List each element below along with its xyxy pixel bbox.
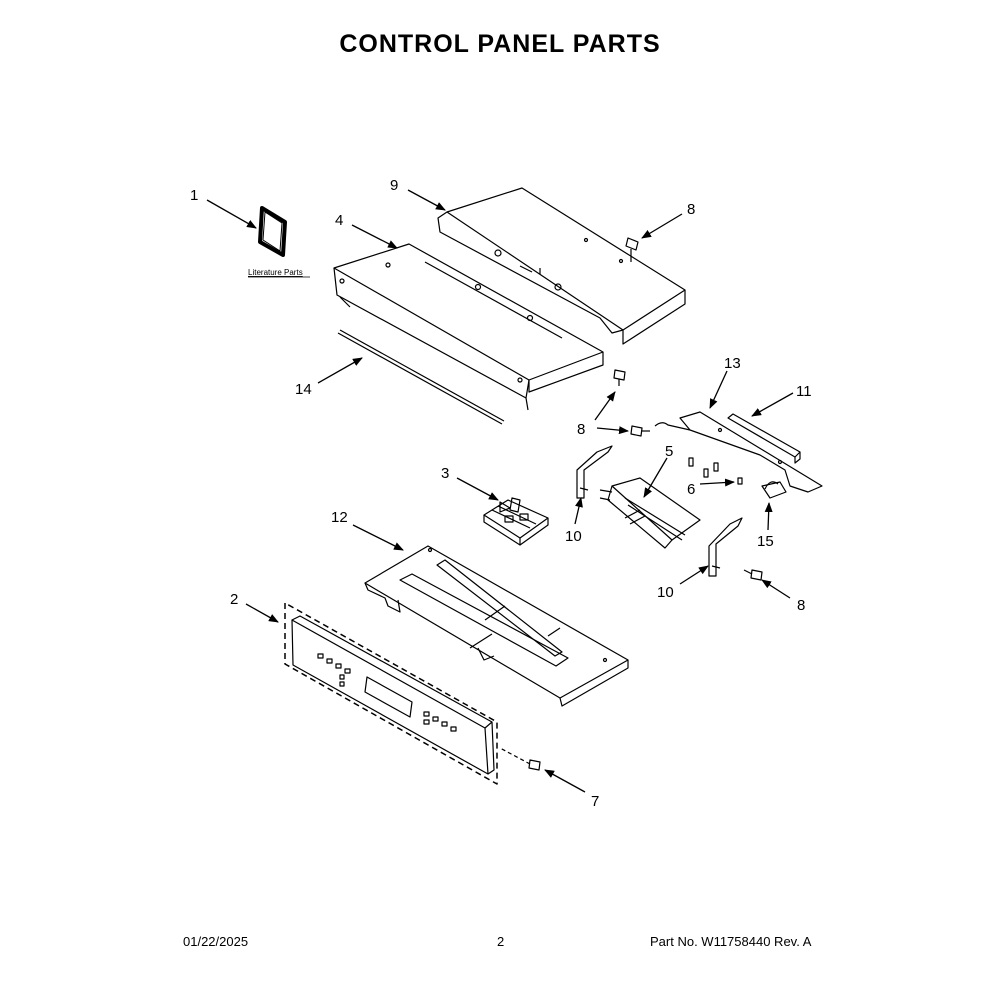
screw-part-top bbox=[625, 237, 639, 262]
control-panel-frame-part bbox=[333, 243, 604, 411]
callout-4: 4 bbox=[335, 212, 343, 229]
control-board-part bbox=[483, 497, 549, 546]
leader-12 bbox=[352, 524, 404, 551]
leader-6 bbox=[699, 478, 735, 487]
callout-7: 7 bbox=[591, 793, 599, 810]
callout-13: 13 bbox=[724, 355, 741, 372]
mounting-plate-part bbox=[364, 545, 629, 707]
literature-booklet bbox=[258, 206, 287, 257]
connector-part bbox=[761, 481, 787, 499]
footer-date: 01/22/2025 bbox=[183, 934, 249, 949]
callout-8-mid: 8 bbox=[577, 421, 585, 438]
leader-14 bbox=[317, 357, 363, 384]
callout-15: 15 bbox=[757, 533, 774, 550]
clip-parts bbox=[688, 457, 743, 485]
leader-13 bbox=[709, 370, 728, 409]
screw-part-middle bbox=[613, 369, 626, 386]
fan-bracket-right bbox=[708, 517, 743, 577]
callout-8-lower: 8 bbox=[797, 597, 805, 614]
leader-8-top bbox=[641, 213, 683, 239]
screw-part-bracket bbox=[630, 425, 650, 437]
control-fascia-part bbox=[284, 602, 498, 785]
callout-2: 2 bbox=[230, 591, 238, 608]
callout-14: 14 bbox=[295, 381, 312, 398]
leader-7 bbox=[544, 769, 586, 793]
footer-part-number: Part No. W11758440 Rev. A bbox=[650, 934, 812, 949]
leader-11 bbox=[751, 392, 794, 417]
leader-2 bbox=[245, 603, 279, 623]
leader-5 bbox=[643, 457, 668, 498]
leader-8-lower bbox=[761, 579, 791, 599]
page-title: CONTROL PANEL PARTS bbox=[339, 30, 661, 58]
footer-page-number: 2 bbox=[497, 934, 505, 949]
leader-3 bbox=[456, 477, 499, 501]
callout-10-left: 10 bbox=[565, 528, 582, 545]
trim-strip-part bbox=[337, 329, 505, 425]
fan-bracket-left bbox=[576, 445, 613, 499]
screw-part-fascia bbox=[499, 747, 541, 771]
bar-part bbox=[727, 413, 801, 464]
callout-8-top: 8 bbox=[687, 201, 695, 218]
fan-blower-part bbox=[599, 477, 701, 549]
callout-10-right: 10 bbox=[657, 584, 674, 601]
top-cover-part bbox=[437, 187, 686, 345]
callout-5: 5 bbox=[665, 443, 673, 460]
leader-4 bbox=[351, 224, 398, 249]
screw-part-lower bbox=[743, 569, 763, 581]
callout-9: 9 bbox=[390, 177, 398, 194]
leader-1 bbox=[206, 199, 257, 229]
leader-8-bracket bbox=[596, 426, 629, 435]
callout-12: 12 bbox=[331, 509, 348, 526]
callout-6: 6 bbox=[687, 481, 695, 498]
literature-parts-label: Literature Parts bbox=[248, 268, 303, 277]
leader-10-left bbox=[574, 497, 583, 525]
leader-9 bbox=[407, 189, 446, 211]
leader-10-right bbox=[679, 565, 709, 585]
callout-3: 3 bbox=[441, 465, 449, 482]
callout-1: 1 bbox=[190, 187, 198, 204]
leader-15 bbox=[764, 502, 773, 531]
leader-8-mid bbox=[594, 391, 616, 421]
bracket-part bbox=[654, 411, 823, 493]
callout-11: 11 bbox=[796, 383, 812, 400]
